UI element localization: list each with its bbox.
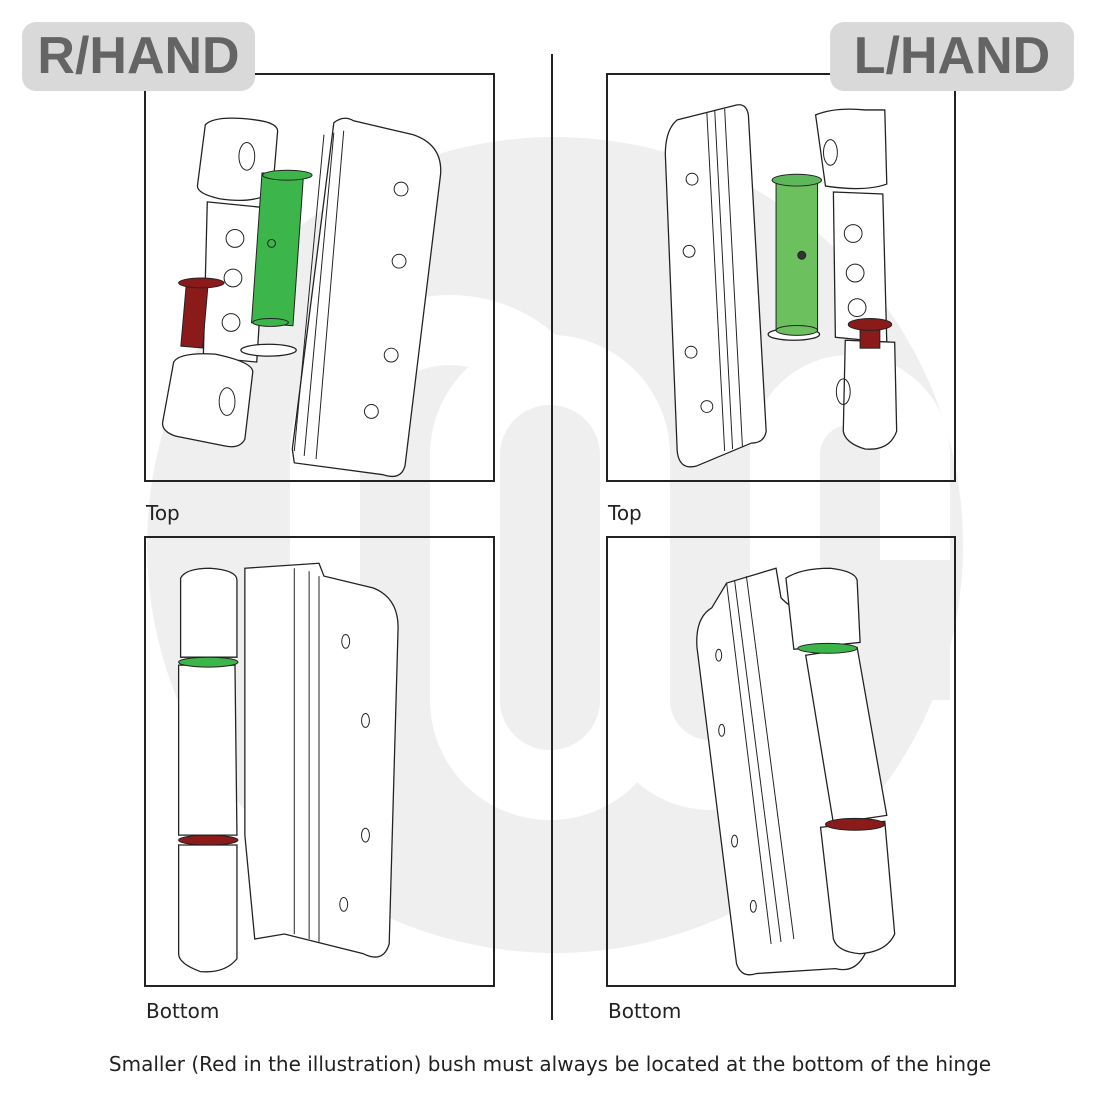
right-badge-connector [255,73,495,75]
hinge-assembled-bottom-drawing [696,567,896,976]
right-hand-bottom-caption: Bottom [146,999,220,1023]
small-bush-red-ring [824,817,886,831]
left-hand-bottom-caption: Bottom [608,999,682,1023]
small-bush-red [178,277,225,349]
hinge-exploded-top-drawing [161,117,442,478]
bush-placement-note: Smaller (Red in the illustration) bush m… [108,1052,992,1076]
large-bush-green [771,173,823,336]
hinge-exploded-top-drawing [664,104,898,468]
small-bush-red [847,318,893,349]
large-bush-green-ring [797,642,858,654]
large-bush-green [251,169,313,327]
left-badge-connector [606,73,830,75]
left-hand-top-panel [606,73,956,482]
small-bush-red-ring [178,834,239,846]
left-hand-badge: L/HAND [830,22,1074,91]
center-divider [551,54,553,1020]
left-hand-top-caption: Top [608,501,642,525]
left-hand-bottom-panel [606,536,956,987]
right-hand-top-panel [144,73,495,482]
right-hand-badge: R/HAND [22,22,255,91]
right-hand-bottom-panel [144,536,495,987]
right-hand-top-caption: Top [146,501,180,525]
hinge-assembled-bottom-drawing [177,562,399,973]
large-bush-green-ring [178,656,239,668]
